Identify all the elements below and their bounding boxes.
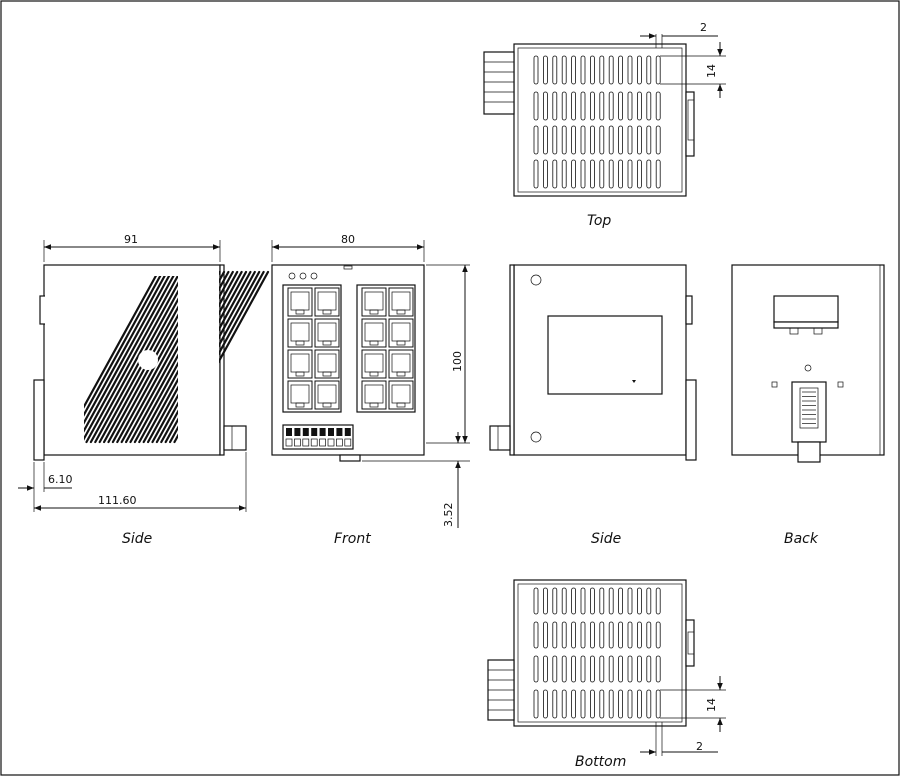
foot-height-label: 3.52	[442, 503, 455, 528]
status-leds	[288, 272, 318, 280]
side-left-view-label: Side	[122, 531, 152, 547]
side-vent-hatching	[45, 266, 270, 454]
top-slot-gap-label: 2	[700, 21, 707, 34]
front-view-label: Front	[334, 531, 371, 547]
front-view: 80 100 3.52 Front	[271, 233, 470, 547]
top-view-label: Top	[587, 213, 611, 229]
side-view-right: Side	[489, 264, 697, 547]
bottom-slot-len-label: 14	[705, 698, 718, 712]
top-view: 2 14 Top	[483, 21, 726, 229]
rail-offset-label: 6.10	[48, 473, 73, 486]
total-depth-label: 111.60	[98, 494, 137, 507]
back-view: Back	[731, 264, 885, 547]
label-plate	[547, 315, 663, 395]
rj45-ports	[287, 287, 414, 410]
back-view-label: Back	[784, 531, 819, 547]
side-width-label: 91	[124, 233, 138, 246]
top-vent-slots	[533, 55, 661, 189]
bottom-slot-gap-label: 2	[696, 740, 703, 753]
top-slot-len-label: 14	[705, 64, 718, 78]
bottom-view-label: Bottom	[575, 754, 626, 770]
side-right-view-label: Side	[591, 531, 621, 547]
front-width-label: 80	[341, 233, 355, 246]
bottom-view: 14 2 Bottom	[487, 579, 726, 770]
side-view-left: 91 6.10 111.60 Side	[18, 233, 270, 547]
front-height-label: 100	[451, 351, 464, 372]
bottom-vent-slots	[533, 587, 661, 719]
